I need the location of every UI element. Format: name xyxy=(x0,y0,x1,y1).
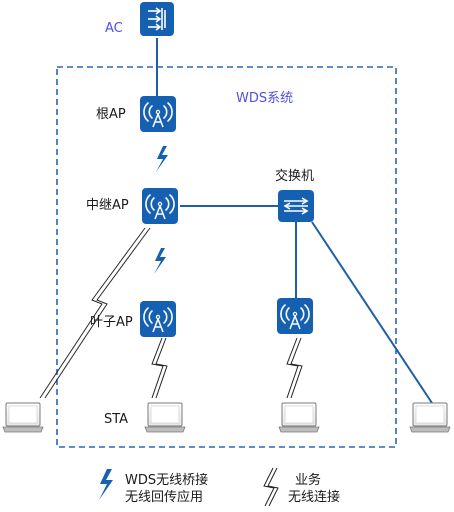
switch-icon[interactable] xyxy=(278,190,314,222)
legend-service-bolt-icon xyxy=(263,467,279,507)
legend: WDS无线桥接 无线回传应用 业务 无线连接 xyxy=(99,467,340,507)
switch-ap-icon[interactable] xyxy=(277,298,313,334)
sta-label: STA xyxy=(104,412,128,427)
wds-system-boundary xyxy=(56,66,397,448)
legend-service-line1: 业务 xyxy=(295,472,321,488)
relay-sta-wireless-link xyxy=(39,227,151,399)
leaf-ap-icon[interactable] xyxy=(140,301,176,337)
legend-wds-bolt-icon xyxy=(99,469,113,500)
service-bolt-right xyxy=(286,337,303,399)
leaf-ap-label: 叶子AP xyxy=(90,315,133,330)
sta-laptop-icon[interactable] xyxy=(278,402,320,433)
service-bolt-leaf xyxy=(151,337,168,399)
sta-laptop-icon[interactable] xyxy=(409,402,451,433)
switch-sta-link xyxy=(311,221,433,404)
wds-bridge-bolt-lower xyxy=(154,248,166,274)
root-ap-icon[interactable] xyxy=(140,96,176,132)
ac-label: AC xyxy=(105,21,123,36)
sta-laptop-icon[interactable] xyxy=(2,402,44,433)
wds-bridge-bolt-upper xyxy=(156,146,168,172)
root-ap-label: 根AP xyxy=(96,107,126,122)
wired-links xyxy=(156,38,433,404)
legend-wds-line1: WDS无线桥接 xyxy=(125,472,208,488)
sta-laptop-icon[interactable] xyxy=(144,402,186,433)
relay-ap-icon[interactable] xyxy=(142,188,178,224)
switch-label: 交换机 xyxy=(275,168,314,184)
legend-wds-line2: 无线回传应用 xyxy=(125,489,203,505)
legend-service-line2: 无线连接 xyxy=(288,489,340,505)
ac-controller-icon[interactable] xyxy=(140,2,174,36)
wds-system-label: WDS系统 xyxy=(236,91,293,106)
relay-ap-label: 中继AP xyxy=(86,198,129,213)
